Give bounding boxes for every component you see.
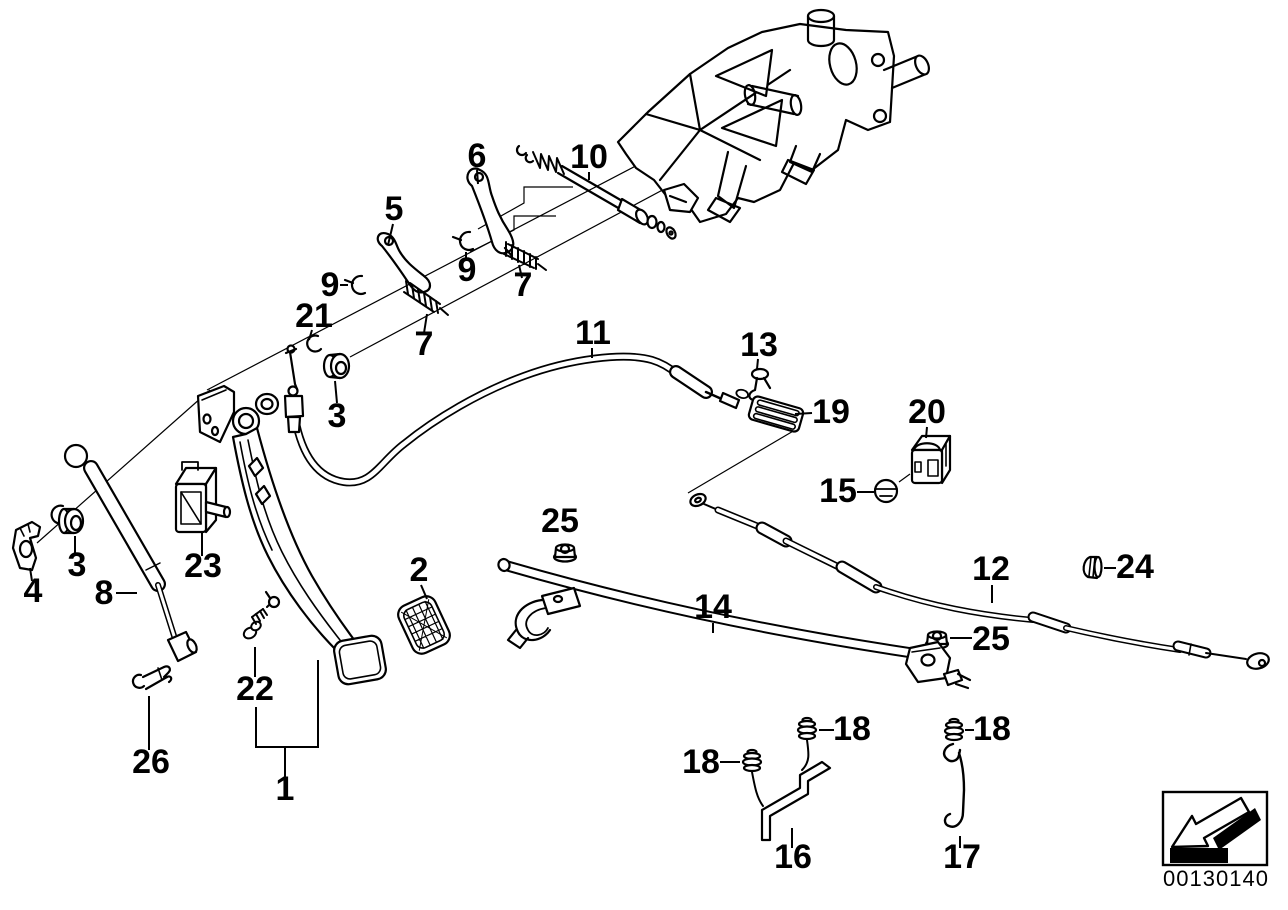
callout-18: 18 bbox=[682, 743, 720, 781]
hook-rod-17 bbox=[942, 742, 966, 828]
leader-lines bbox=[29, 169, 1116, 848]
cable-11-pedal-fitting bbox=[283, 385, 305, 434]
callout-23: 23 bbox=[184, 547, 222, 585]
callout-3: 3 bbox=[328, 397, 347, 435]
actuating-rod-14 bbox=[497, 557, 972, 690]
callout-6: 6 bbox=[468, 137, 487, 175]
lever-5 bbox=[376, 232, 432, 294]
callout-14: 14 bbox=[694, 588, 732, 626]
projection-lines bbox=[36, 134, 911, 544]
callout-22: 22 bbox=[236, 670, 274, 708]
bracket-pin bbox=[882, 54, 930, 90]
bracket-top-cylinder bbox=[806, 8, 836, 48]
callout-18: 18 bbox=[833, 710, 871, 748]
callout-17: 17 bbox=[943, 838, 981, 876]
callout-26: 26 bbox=[132, 743, 170, 781]
grommet-18-middle bbox=[796, 716, 818, 771]
callout-7: 7 bbox=[514, 266, 533, 304]
callout-2: 2 bbox=[410, 551, 429, 589]
callout-21: 21 bbox=[295, 297, 333, 335]
callout-9: 9 bbox=[458, 251, 477, 289]
callout-13: 13 bbox=[740, 326, 778, 364]
callout-9: 9 bbox=[321, 266, 340, 304]
callout-11: 11 bbox=[575, 314, 611, 352]
callout-12: 12 bbox=[972, 550, 1010, 588]
grommet-18-right bbox=[943, 717, 965, 742]
clip-4 bbox=[11, 520, 42, 572]
return-rod-10 bbox=[515, 144, 677, 240]
bushing-3-right bbox=[322, 352, 351, 380]
callout-25: 25 bbox=[972, 620, 1010, 658]
callout-7: 7 bbox=[415, 325, 434, 363]
c-clip-9-left bbox=[343, 274, 367, 296]
flange-nut-25-left bbox=[552, 543, 578, 563]
spring-7-left bbox=[403, 280, 449, 316]
page-back-arrow-icon bbox=[1170, 796, 1261, 863]
bowden-cable-12 bbox=[689, 492, 1270, 670]
spring-7-right bbox=[503, 241, 547, 271]
diagram-ref-code: 00130140 bbox=[1163, 866, 1269, 891]
callout-18: 18 bbox=[973, 710, 1011, 748]
direction-arrow-box bbox=[1161, 790, 1269, 867]
callout-25: 25 bbox=[541, 502, 579, 540]
callout-5: 5 bbox=[385, 190, 404, 228]
callout-3: 3 bbox=[68, 546, 87, 584]
gas-strut-8 bbox=[63, 443, 198, 663]
callout-16: 16 bbox=[774, 838, 812, 876]
pin-21 bbox=[284, 334, 323, 391]
cable-connector-19 bbox=[735, 388, 805, 433]
callout-15: 15 bbox=[819, 472, 857, 510]
pedal-assembly-1 bbox=[196, 384, 387, 686]
plug-24 bbox=[1082, 555, 1103, 580]
callout-24: 24 bbox=[1116, 548, 1154, 586]
callout-19: 19 bbox=[812, 393, 850, 431]
pedal-pad-2 bbox=[397, 595, 451, 655]
bushing-3-left bbox=[50, 504, 85, 535]
retainer-bracket-16 bbox=[760, 760, 832, 842]
cable-11 bbox=[283, 352, 741, 487]
callout-20: 20 bbox=[908, 393, 946, 431]
screw-22 bbox=[242, 604, 270, 640]
callout-4: 4 bbox=[24, 572, 43, 610]
clip-13 bbox=[748, 367, 772, 402]
pedal-carrier-bracket bbox=[616, 8, 930, 224]
callout-8: 8 bbox=[95, 574, 114, 612]
switch-23 bbox=[174, 461, 232, 534]
clip-26 bbox=[131, 665, 173, 691]
callout-1: 1 bbox=[276, 770, 295, 808]
cable-holder-20 bbox=[910, 434, 952, 485]
grommet-18-left bbox=[741, 748, 764, 807]
c-clip-9-right bbox=[451, 230, 475, 252]
callout-10: 10 bbox=[570, 138, 608, 176]
grommet-15 bbox=[873, 478, 899, 504]
